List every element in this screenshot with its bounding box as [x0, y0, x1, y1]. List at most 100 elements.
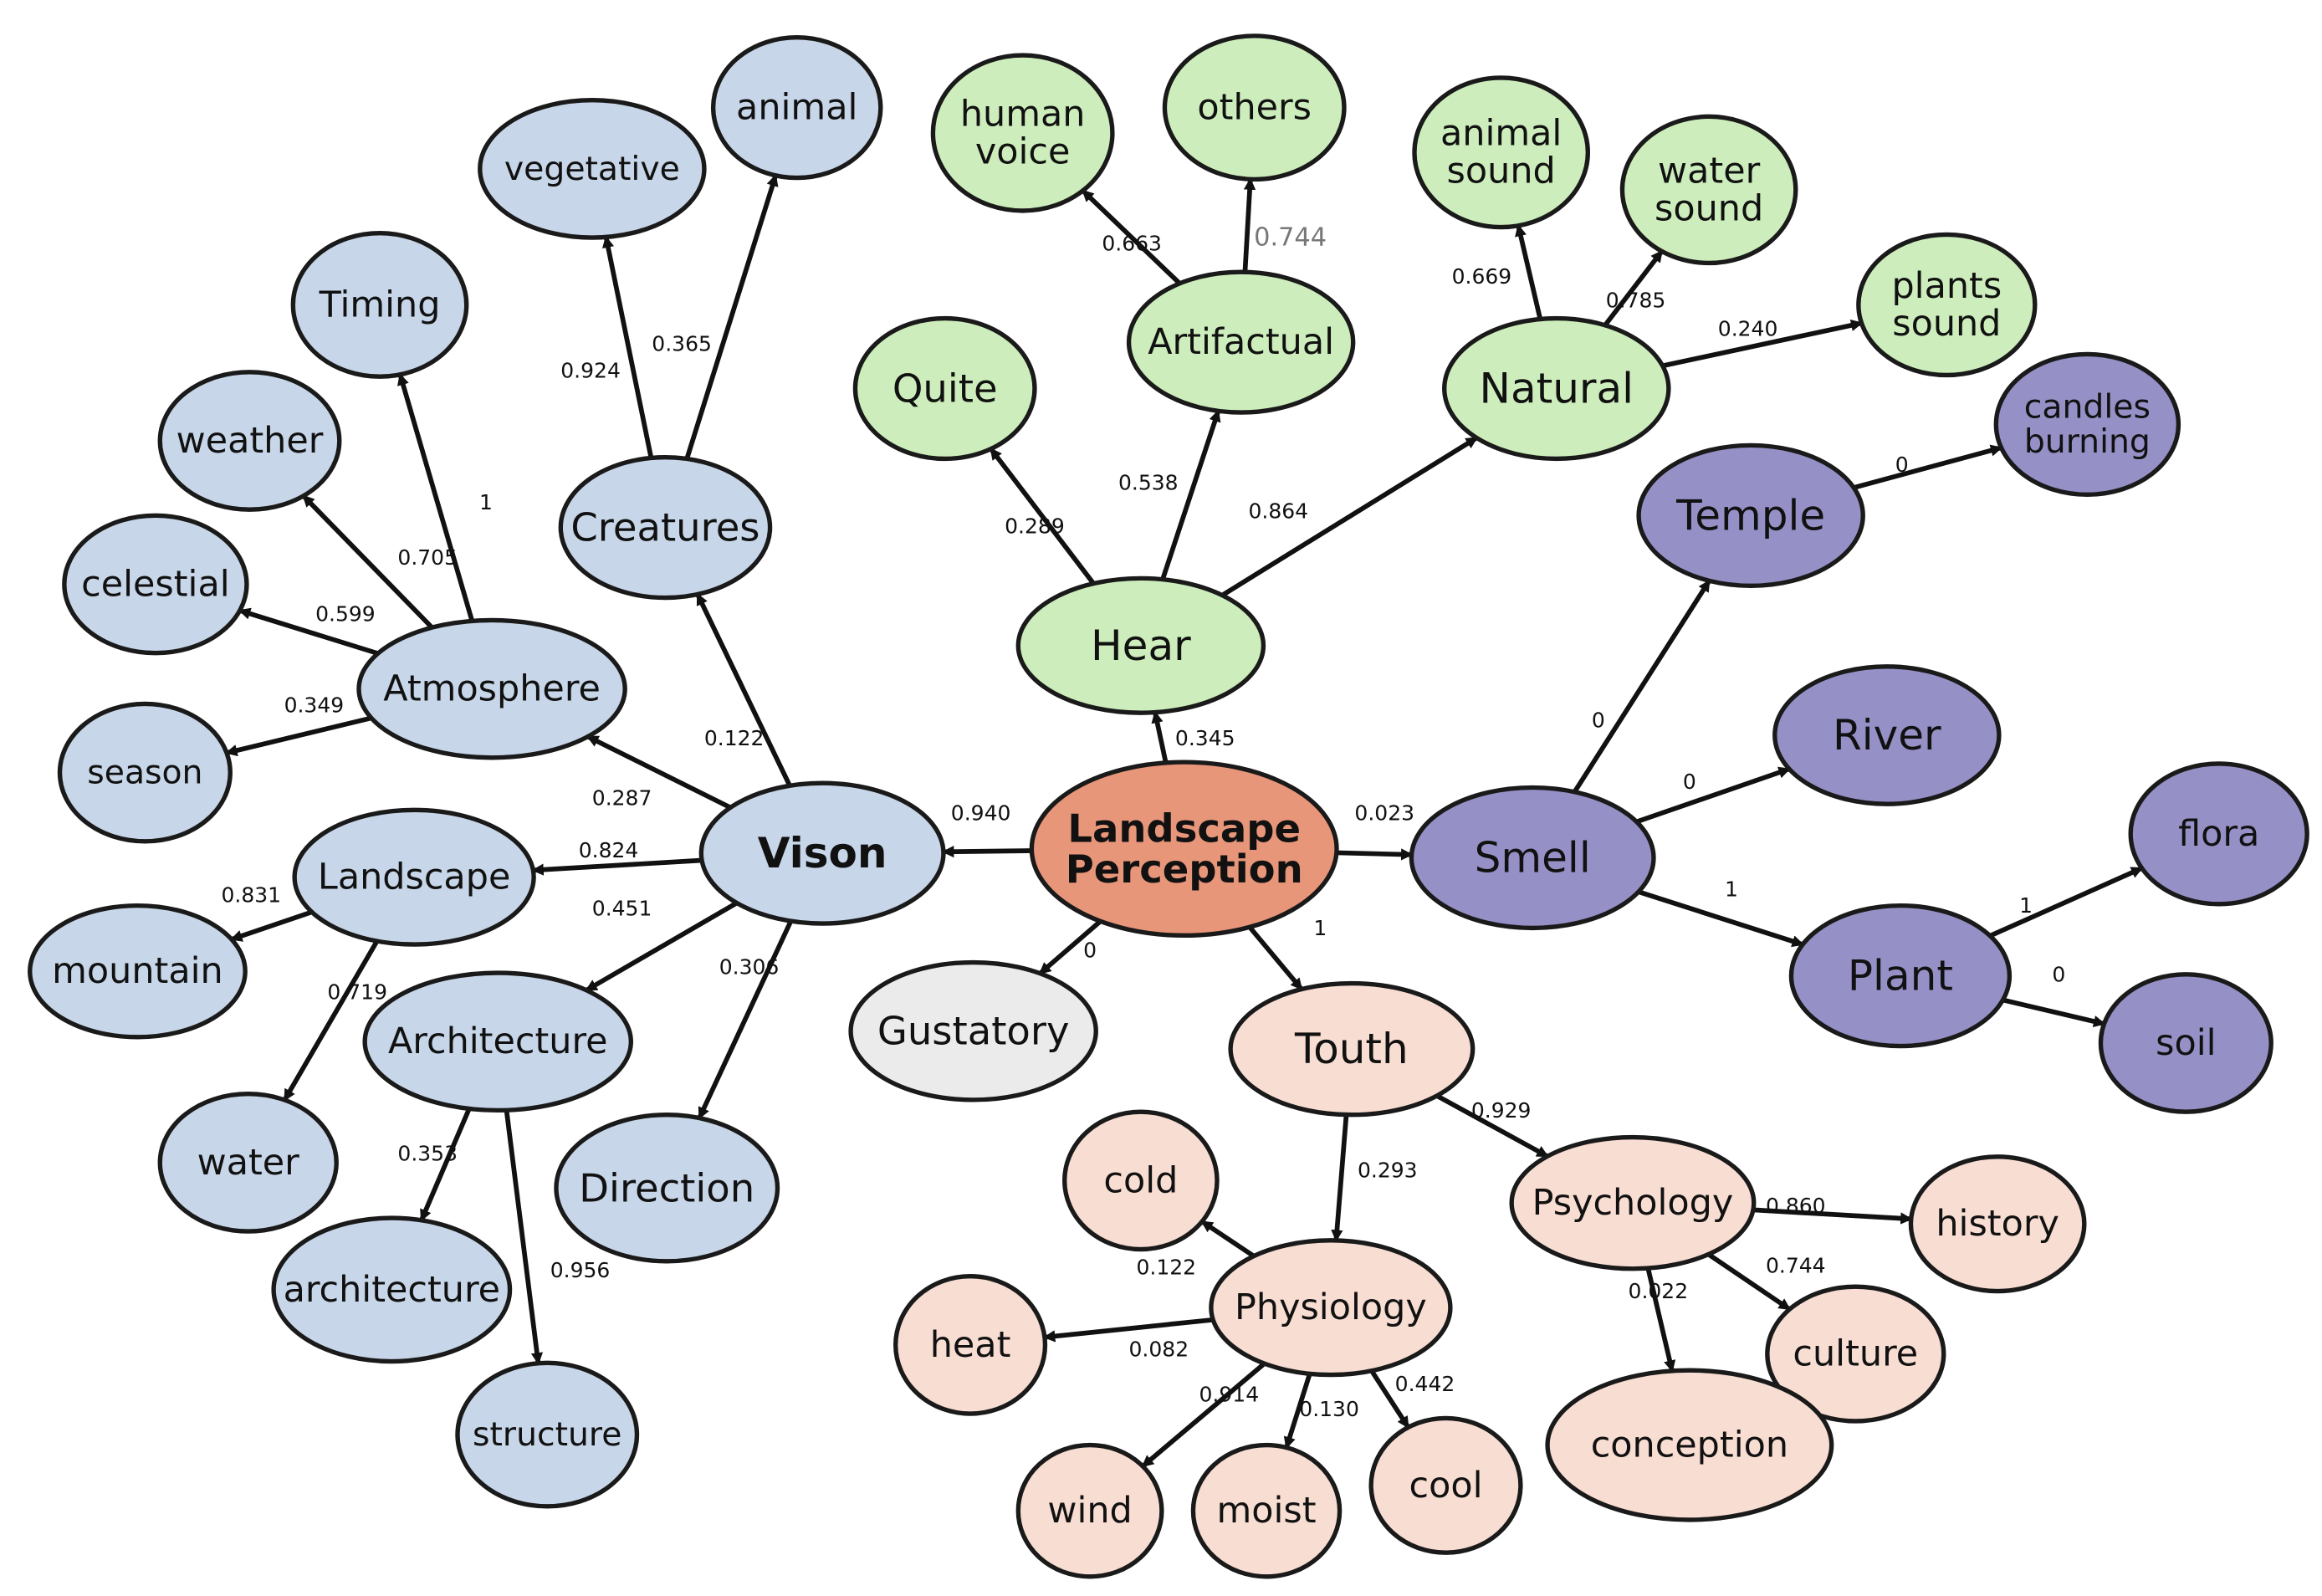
edge-vison-to-landscape: [531, 857, 703, 876]
edge-arrow: [1853, 444, 2003, 490]
edge-architecture-group-to-architecture: [419, 1107, 472, 1222]
edge-natural-to-water-sound: [1603, 249, 1665, 327]
edge-arrow: [1247, 925, 1304, 991]
edge-arrow: [1151, 710, 1169, 764]
edge-weight-label: 0.914: [1199, 1382, 1260, 1406]
edges-layer: [225, 174, 2144, 1469]
node-ellipse: [2098, 972, 2273, 1114]
edge-architecture-group-to-structure: [504, 1109, 544, 1365]
node-river: River: [1772, 664, 2002, 806]
node-moist: moist: [1190, 1442, 1343, 1579]
node-cool: cool: [1368, 1415, 1523, 1555]
edge-weight-label: 0.289: [1005, 514, 1065, 538]
edge-creatures-to-vegetative: [602, 235, 654, 459]
edge-weight-label: 0.122: [704, 726, 765, 750]
node-ellipse: [1442, 315, 1671, 462]
edge-landscape-perception-to-touth: [1247, 925, 1304, 991]
node-ellipse: [1856, 232, 2038, 378]
edge-touth-to-physiology: [1331, 1114, 1349, 1242]
edge-arrow: [586, 734, 732, 810]
node-label: Touth: [1294, 1025, 1409, 1073]
edge-landscape-perception-to-vison: [942, 846, 1032, 858]
edge-arrow: [1331, 1114, 1349, 1242]
edge-weight-label: 0.824: [579, 838, 639, 862]
node-label: Architecture: [388, 1021, 608, 1062]
edge-arrow: [1706, 1252, 1792, 1312]
node-ellipse: [1015, 1442, 1164, 1579]
node-physiology: Physiology: [1209, 1238, 1453, 1378]
node-ellipse: [1765, 1284, 1946, 1424]
node-quite: Quite: [852, 315, 1037, 462]
node-ellipse: [930, 53, 1115, 213]
node-architecture-group: Architecture: [362, 970, 634, 1113]
node-ellipse: [157, 370, 342, 512]
node-label: conception: [1591, 1425, 1788, 1466]
edge-landscape-perception-to-hear: [1151, 710, 1169, 764]
edge-arrow: [684, 174, 779, 460]
edge-arrow: [1038, 919, 1102, 975]
node-label: weather: [176, 420, 324, 462]
node-label: architecture: [284, 1269, 501, 1311]
node-wind: wind: [1015, 1442, 1164, 1579]
edge-arrow: [1635, 766, 1791, 825]
node-ellipse: [1126, 269, 1356, 415]
node-ellipse: [57, 701, 233, 844]
edge-landscape-perception-to-gustatory: [1038, 919, 1102, 975]
edge-weight-label: 0.345: [1175, 726, 1235, 750]
edge-weight-label: 0.293: [1358, 1158, 1418, 1182]
node-direction: Direction: [554, 1113, 780, 1264]
node-label: culture: [1793, 1333, 1918, 1375]
edge-vison-to-direction: [697, 919, 794, 1120]
edge-arrow: [1141, 1361, 1266, 1469]
edge-weight-label: 0: [2052, 962, 2065, 986]
node-ellipse: [28, 903, 248, 1040]
node-others: others: [1162, 33, 1347, 182]
edge-arrow: [1515, 224, 1543, 320]
node-ellipse: [1772, 664, 2002, 806]
edge-natural-to-plants-sound: [1662, 319, 1864, 369]
edge-weight-label: 0: [1895, 453, 1909, 477]
node-culture: culture: [1765, 1284, 1946, 1424]
node-label: Artifactual: [1148, 321, 1334, 363]
edge-arrow: [1043, 1317, 1214, 1343]
edge-weight-label: 0.831: [222, 883, 282, 908]
edge-natural-to-animal-sound: [1515, 224, 1543, 320]
node-label: Smell: [1475, 833, 1591, 882]
edge-vison-to-architecture-group: [585, 901, 739, 993]
node-landscape: Landscape: [292, 807, 536, 947]
node-smell: Smell: [1409, 785, 1656, 931]
node-animal: animal: [710, 34, 883, 181]
edge-labels-layer: 0.9400.3450.023100.1220.2870.8240.4510.3…: [222, 223, 2066, 1422]
edge-arrow: [1242, 177, 1256, 273]
edge-arrow: [1752, 1207, 1913, 1225]
edge-weight-label: 0.785: [1606, 289, 1666, 313]
node-label: heat: [930, 1324, 1011, 1366]
edge-weight-label: 0.365: [652, 331, 712, 356]
node-ellipse: [62, 513, 249, 656]
edge-weight-label: 0.599: [315, 602, 376, 627]
node-ellipse: [1788, 903, 2013, 1049]
edge-landscape-to-mountain: [230, 909, 313, 942]
edge-psychology-to-conception: [1645, 1267, 1676, 1373]
edge-weight-label: 0.719: [327, 980, 387, 1005]
edge-physiology-to-wind: [1141, 1361, 1266, 1469]
edge-psychology-to-history: [1752, 1207, 1913, 1225]
edge-arrow: [942, 846, 1032, 858]
edge-landscape-perception-to-smell: [1336, 848, 1414, 861]
node-history: history: [1908, 1154, 2087, 1294]
node-label: Quite: [892, 366, 998, 412]
edge-physiology-to-cool: [1369, 1369, 1410, 1429]
node-ellipse: [1162, 33, 1347, 182]
node-artifactual: Artifactual: [1126, 269, 1356, 415]
edge-atmosphere-to-weather: [301, 494, 434, 630]
node-label: Direction: [579, 1165, 754, 1210]
node-heat: heat: [893, 1274, 1048, 1416]
node-timing: Timing: [290, 231, 469, 379]
node-label: Creatures: [570, 505, 760, 550]
edge-temple-to-candles-burning: [1853, 444, 2003, 490]
edge-plant-to-flora: [1989, 866, 2144, 939]
